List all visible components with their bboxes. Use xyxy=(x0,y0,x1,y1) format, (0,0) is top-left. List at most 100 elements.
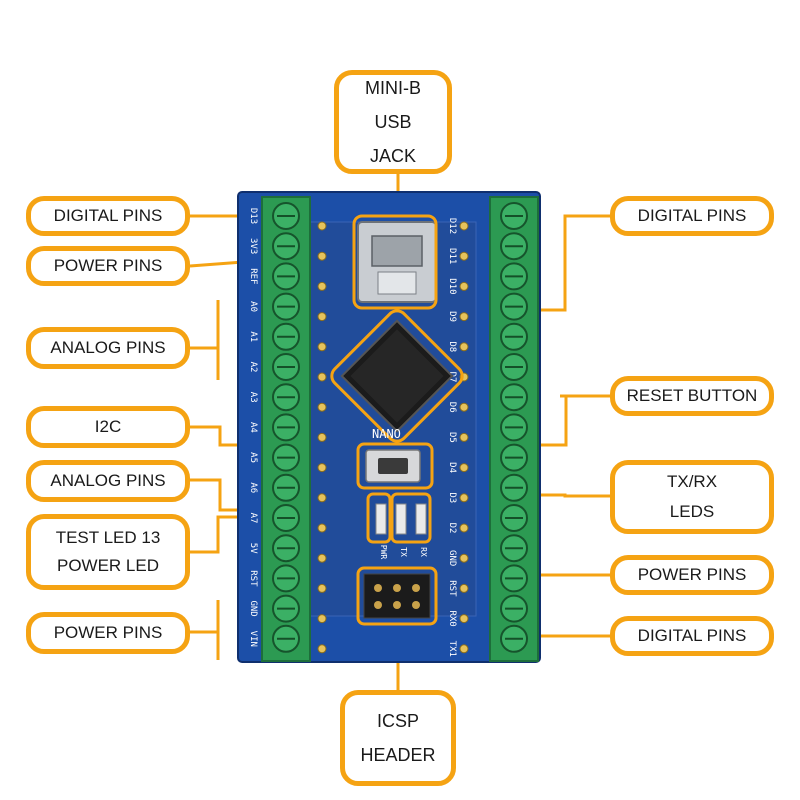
label-text-3: JACK xyxy=(369,146,416,166)
left-pin-label: GND xyxy=(248,600,258,616)
led13-highlight xyxy=(366,492,392,544)
nano-pin-dot xyxy=(459,583,469,593)
nano-pin-dot xyxy=(317,553,327,563)
txrx-highlight xyxy=(390,492,432,544)
left-pin-label: RST xyxy=(248,570,258,587)
nano-pin-dot xyxy=(459,553,469,563)
left-pin-label: REF xyxy=(248,268,258,284)
label-icsp-header: ICSP HEADER xyxy=(340,690,456,786)
label-text: DIGITAL PINS xyxy=(637,206,747,226)
nano-pin-dot xyxy=(317,312,327,322)
right-screws xyxy=(500,202,528,653)
label-text: DIGITAL PINS xyxy=(637,626,747,646)
callout-lines xyxy=(189,172,610,690)
right-pin-label: TX1 xyxy=(447,641,457,657)
label-text: POWER PINS xyxy=(53,623,163,643)
nano-pin-dot xyxy=(317,342,327,352)
nano-pin-dot xyxy=(317,372,327,382)
label-text-2: HEADER xyxy=(360,745,436,765)
line-power-pins-bottom-left xyxy=(190,600,220,660)
nano-pin-dot xyxy=(317,281,327,291)
nano-pin-dot xyxy=(459,493,469,503)
right-pin-label: D10 xyxy=(447,278,457,294)
led-label: TX xyxy=(399,547,408,557)
led-label: RX xyxy=(419,547,428,557)
label-analog-pins-left-2: ANALOG PINS xyxy=(26,460,190,502)
left-pin-label: 3V3 xyxy=(248,238,258,254)
right-pin-label: D5 xyxy=(447,432,457,443)
label-text-1: MINI-B xyxy=(365,78,421,98)
left-pin-label: A4 xyxy=(248,422,258,433)
label-analog-pins-left: ANALOG PINS xyxy=(26,327,190,369)
right-pin-label: D11 xyxy=(447,248,457,264)
nano-pins xyxy=(317,221,469,654)
reset-highlight xyxy=(356,442,434,490)
nano-pin-dot xyxy=(317,432,327,442)
nano-pin-dot xyxy=(459,402,469,412)
nano-pin-dot xyxy=(459,281,469,291)
reset-button-cap xyxy=(378,458,408,474)
leds xyxy=(375,503,427,535)
nano-pin-dot xyxy=(317,644,327,654)
line-digital-pins-top-right xyxy=(535,214,610,312)
usb-jack-shape xyxy=(357,221,437,303)
nano-chip-label: NANO xyxy=(372,427,401,441)
label-text-1: ICSP xyxy=(376,711,419,731)
left-pin-label: A6 xyxy=(248,482,258,493)
label-text: I2C xyxy=(94,417,122,437)
label-mini-b-usb-jack: MINI-B USB JACK xyxy=(334,70,452,174)
nano-pin-dot xyxy=(317,402,327,412)
label-i2c: I2C xyxy=(26,406,190,448)
label-power-pins-bottom-left: POWER PINS xyxy=(26,612,190,654)
label-text-2: LEDS xyxy=(669,502,715,521)
right-pin-label: D12 xyxy=(447,218,457,234)
right-pin-label: D8 xyxy=(447,341,457,352)
nano-pin-dot xyxy=(459,312,469,322)
label-text-power-led: POWER LED xyxy=(56,556,160,575)
left-screws xyxy=(272,202,300,653)
nano-pin-dot xyxy=(459,523,469,533)
left-pin-label: A7 xyxy=(248,513,258,524)
nano-pin-dot xyxy=(317,493,327,503)
left-pin-label: A3 xyxy=(248,392,258,403)
right-pin-label: D3 xyxy=(447,492,457,503)
label-test-led-power-led: TEST LED 13 POWER LED xyxy=(26,514,190,590)
right-pin-label: D2 xyxy=(447,523,457,534)
right-pin-label: GND xyxy=(447,550,457,566)
label-text-1: TX/RX xyxy=(666,472,718,492)
right-pin-label: D4 xyxy=(447,462,457,473)
label-text-2: USB xyxy=(374,112,412,132)
nano-pin-dot xyxy=(459,644,469,654)
led-label: PWR xyxy=(379,545,388,560)
nano-pin-dot xyxy=(317,523,327,533)
right-pin-labels: D12D11D10D9D8D7D6D5D4D3D2GNDRSTRX0TX1 xyxy=(447,218,457,657)
right-pin-label: RX0 xyxy=(447,610,457,626)
nano-pin-dot xyxy=(459,221,469,231)
label-text: DIGITAL PINS xyxy=(53,206,163,226)
label-power-pins-right: POWER PINS xyxy=(610,555,774,595)
usb-highlight xyxy=(352,214,438,310)
label-digital-pins-top-left: DIGITAL PINS xyxy=(26,196,190,236)
nano-pin-dot xyxy=(459,432,469,442)
nano-pin-dot xyxy=(459,251,469,261)
nano-pin-dot xyxy=(317,463,327,473)
left-pin-label: A0 xyxy=(248,301,258,312)
label-text: RESET BUTTON xyxy=(626,386,758,406)
icsp-header-shape xyxy=(363,573,431,619)
label-text: ANALOG PINS xyxy=(50,338,166,358)
line-analog-pins-left xyxy=(190,300,220,380)
microcontroller-chip xyxy=(340,319,454,433)
led-labels: PWR TX RX xyxy=(379,545,428,560)
label-power-pins-top-left: POWER PINS xyxy=(26,246,190,286)
left-pin-label: 5V xyxy=(248,543,258,554)
right-pin-label: D6 xyxy=(447,402,457,413)
right-pin-label: D9 xyxy=(447,311,457,322)
label-digital-pins-top-right: DIGITAL PINS xyxy=(610,196,774,236)
nano-pin-dot xyxy=(317,583,327,593)
nano-pin-dot xyxy=(459,463,469,473)
label-txrx-leds: TX/RX LEDS xyxy=(610,460,774,534)
label-text: POWER PINS xyxy=(637,565,747,585)
